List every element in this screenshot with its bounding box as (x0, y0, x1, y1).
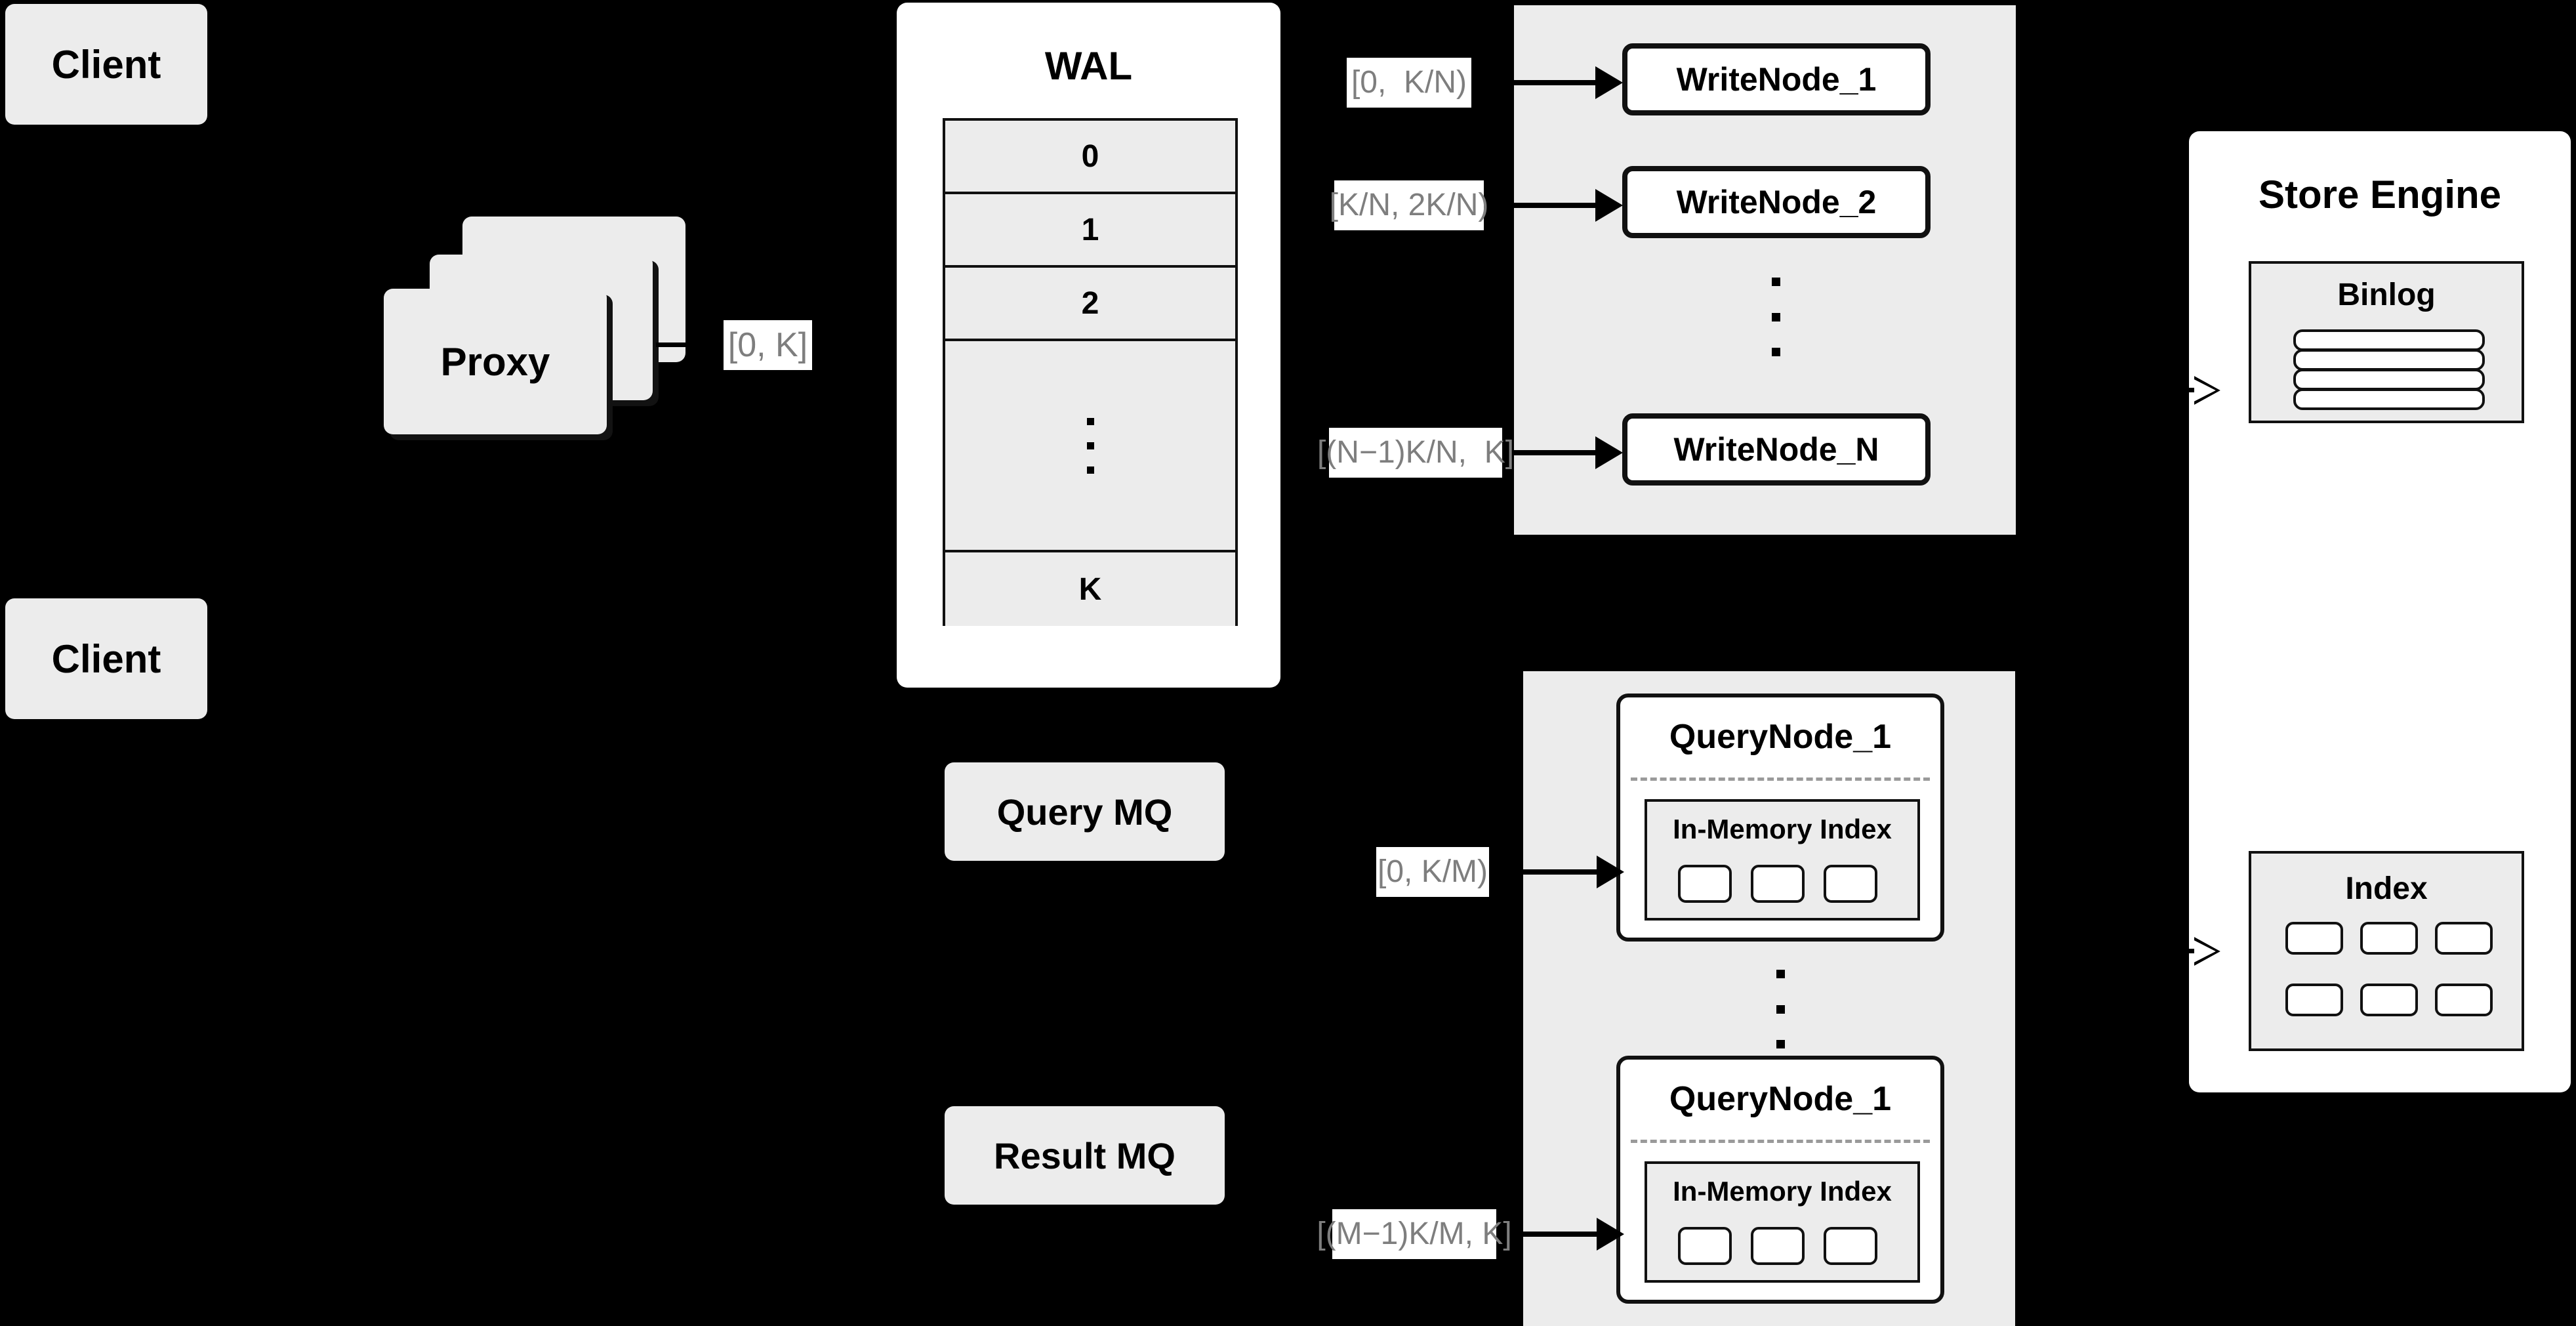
range-label-query-m-text: [(M−1)K/M, K] (1317, 1216, 1512, 1251)
query-ellipsis-dot-1 (1776, 970, 1785, 978)
write-node-2-label: WriteNode_2 (1676, 184, 1877, 220)
binlog-title: Binlog (2337, 278, 2436, 312)
in-memory-index-1-title: In-Memory Index (1673, 814, 1892, 844)
store-index-chip-4[interactable] (2285, 984, 2343, 1016)
arrow-head-write-2 (1595, 189, 1623, 222)
query-node-1-label: QueryNode_1 (1669, 718, 1892, 756)
binlog-bar-2[interactable] (2293, 349, 2485, 371)
query-node-m-divider (1631, 1140, 1930, 1143)
query-node-m[interactable]: QueryNode_1 In-Memory Index (1616, 1056, 1944, 1304)
in-memory-index-1: In-Memory Index (1645, 799, 1920, 921)
client-label-1: Client (51, 42, 161, 87)
arrow-line-store-index (2147, 949, 2206, 953)
result-mq-label: Result MQ (994, 1134, 1176, 1176)
query-mq-label: Query MQ (996, 791, 1173, 833)
binlog-panel: Binlog (2249, 261, 2524, 423)
store-index-chip-3[interactable] (2435, 922, 2493, 955)
index-chip-1-3[interactable] (1824, 865, 1877, 903)
proxy-stack[interactable]: Proxy (384, 217, 692, 434)
range-label-query-1: [0, K/M) (1376, 847, 1489, 897)
index-chip-m-2[interactable] (1751, 1227, 1805, 1265)
query-ellipsis-dot-2 (1776, 1005, 1785, 1014)
proxy-label: Proxy (440, 339, 550, 384)
write-node-1-label: WriteNode_1 (1676, 61, 1877, 98)
wal-row-0[interactable]: 0 (945, 121, 1235, 194)
arrow-line-binlog (2147, 388, 2206, 392)
arrow-line-write-2 (1514, 203, 1609, 208)
query-mq-box[interactable]: Query MQ (945, 762, 1225, 861)
write-node-n[interactable]: WriteNode_N (1622, 413, 1931, 486)
range-label-write-1-text: [0, K/N) (1351, 65, 1467, 100)
wal-table: 0 1 2 K (943, 118, 1238, 626)
wal-row-k[interactable]: K (945, 552, 1235, 626)
client-box-1[interactable]: Client (5, 4, 207, 125)
arrow-line-write-n (1514, 450, 1609, 455)
wal-ellipsis-dot-3 (1086, 466, 1094, 474)
store-engine-container: Store Engine Binlog Index (2189, 131, 2571, 1092)
wal-container: WAL 0 1 2 K (897, 3, 1280, 688)
wal-row-ellipsis (945, 341, 1235, 552)
store-engine-title: Store Engine (2258, 173, 2502, 217)
arrow-line-query-1 (1509, 869, 1610, 875)
in-memory-index-m: In-Memory Index (1645, 1161, 1920, 1283)
arrow-head-write-n (1595, 436, 1623, 469)
wal-title: WAL (1044, 44, 1133, 88)
binlog-bar-1[interactable] (2293, 329, 2485, 351)
client-label-2: Client (51, 636, 161, 681)
range-label-write-2: [K/N, 2K/N) (1330, 180, 1488, 230)
query-node-1[interactable]: QueryNode_1 In-Memory Index (1616, 694, 1944, 942)
arrow-head-write-1 (1595, 66, 1623, 99)
write-ellipsis-dot-3 (1772, 348, 1780, 356)
write-ellipsis-dot-1 (1772, 278, 1780, 286)
store-index-chip-2[interactable] (2360, 922, 2418, 955)
range-label-query-1-text: [0, K/M) (1377, 854, 1488, 889)
query-node-group: QueryNode_1 In-Memory Index QueryNode_1 … (1523, 671, 2015, 1326)
query-node-ellipsis (1776, 970, 1785, 1048)
arrow-head-query-1 (1597, 856, 1624, 888)
range-label-proxy-text: [0, K] (727, 326, 808, 364)
write-node-n-label: WriteNode_N (1673, 431, 1879, 468)
index-chip-m-1[interactable] (1678, 1227, 1732, 1265)
proxy-sheet-front[interactable]: Proxy (384, 289, 607, 434)
in-memory-index-m-title: In-Memory Index (1673, 1176, 1892, 1207)
binlog-bar-3[interactable] (2293, 369, 2485, 390)
store-index-panel: Index (2249, 851, 2524, 1051)
range-label-proxy: [0, K] (724, 320, 812, 370)
query-node-1-divider (1631, 777, 1930, 781)
client-box-2[interactable]: Client (5, 598, 207, 719)
index-chip-1-1[interactable] (1678, 865, 1732, 903)
range-label-write-n: [(N−1)K/N, K] (1317, 428, 1514, 478)
proxy-wal-connector (656, 342, 695, 347)
arrow-head-store-index (2194, 937, 2220, 966)
wal-ellipsis-dot-2 (1086, 442, 1094, 449)
range-label-query-m: [(M−1)K/M, K] (1317, 1209, 1512, 1259)
store-index-chip-6[interactable] (2435, 984, 2493, 1016)
query-ellipsis-dot-3 (1776, 1040, 1785, 1048)
store-index-chip-5[interactable] (2360, 984, 2418, 1016)
range-label-write-1: [0, K/N) (1347, 58, 1471, 108)
store-index-chip-1[interactable] (2285, 922, 2343, 955)
write-node-2[interactable]: WriteNode_2 (1622, 166, 1931, 238)
store-index-title: Index (2345, 871, 2428, 906)
query-node-m-label: QueryNode_1 (1669, 1080, 1892, 1118)
binlog-bar-4[interactable] (2293, 388, 2485, 410)
index-chip-m-3[interactable] (1824, 1227, 1877, 1265)
wal-ellipsis-dot-1 (1086, 417, 1094, 425)
arrow-head-query-m (1597, 1218, 1624, 1251)
write-node-1[interactable]: WriteNode_1 (1622, 43, 1931, 115)
write-ellipsis-dot-2 (1772, 312, 1780, 321)
write-node-ellipsis (1772, 278, 1780, 356)
range-label-write-2-text: [K/N, 2K/N) (1329, 188, 1489, 222)
result-mq-box[interactable]: Result MQ (945, 1106, 1225, 1205)
arrow-line-query-m (1509, 1232, 1610, 1237)
wal-row-1[interactable]: 1 (945, 194, 1235, 268)
arrow-head-binlog (2194, 376, 2220, 405)
wal-row-2[interactable]: 2 (945, 268, 1235, 341)
index-chip-1-2[interactable] (1751, 865, 1805, 903)
range-label-write-n-text: [(N−1)K/N, K] (1317, 435, 1515, 470)
arrow-line-write-1 (1514, 80, 1609, 85)
